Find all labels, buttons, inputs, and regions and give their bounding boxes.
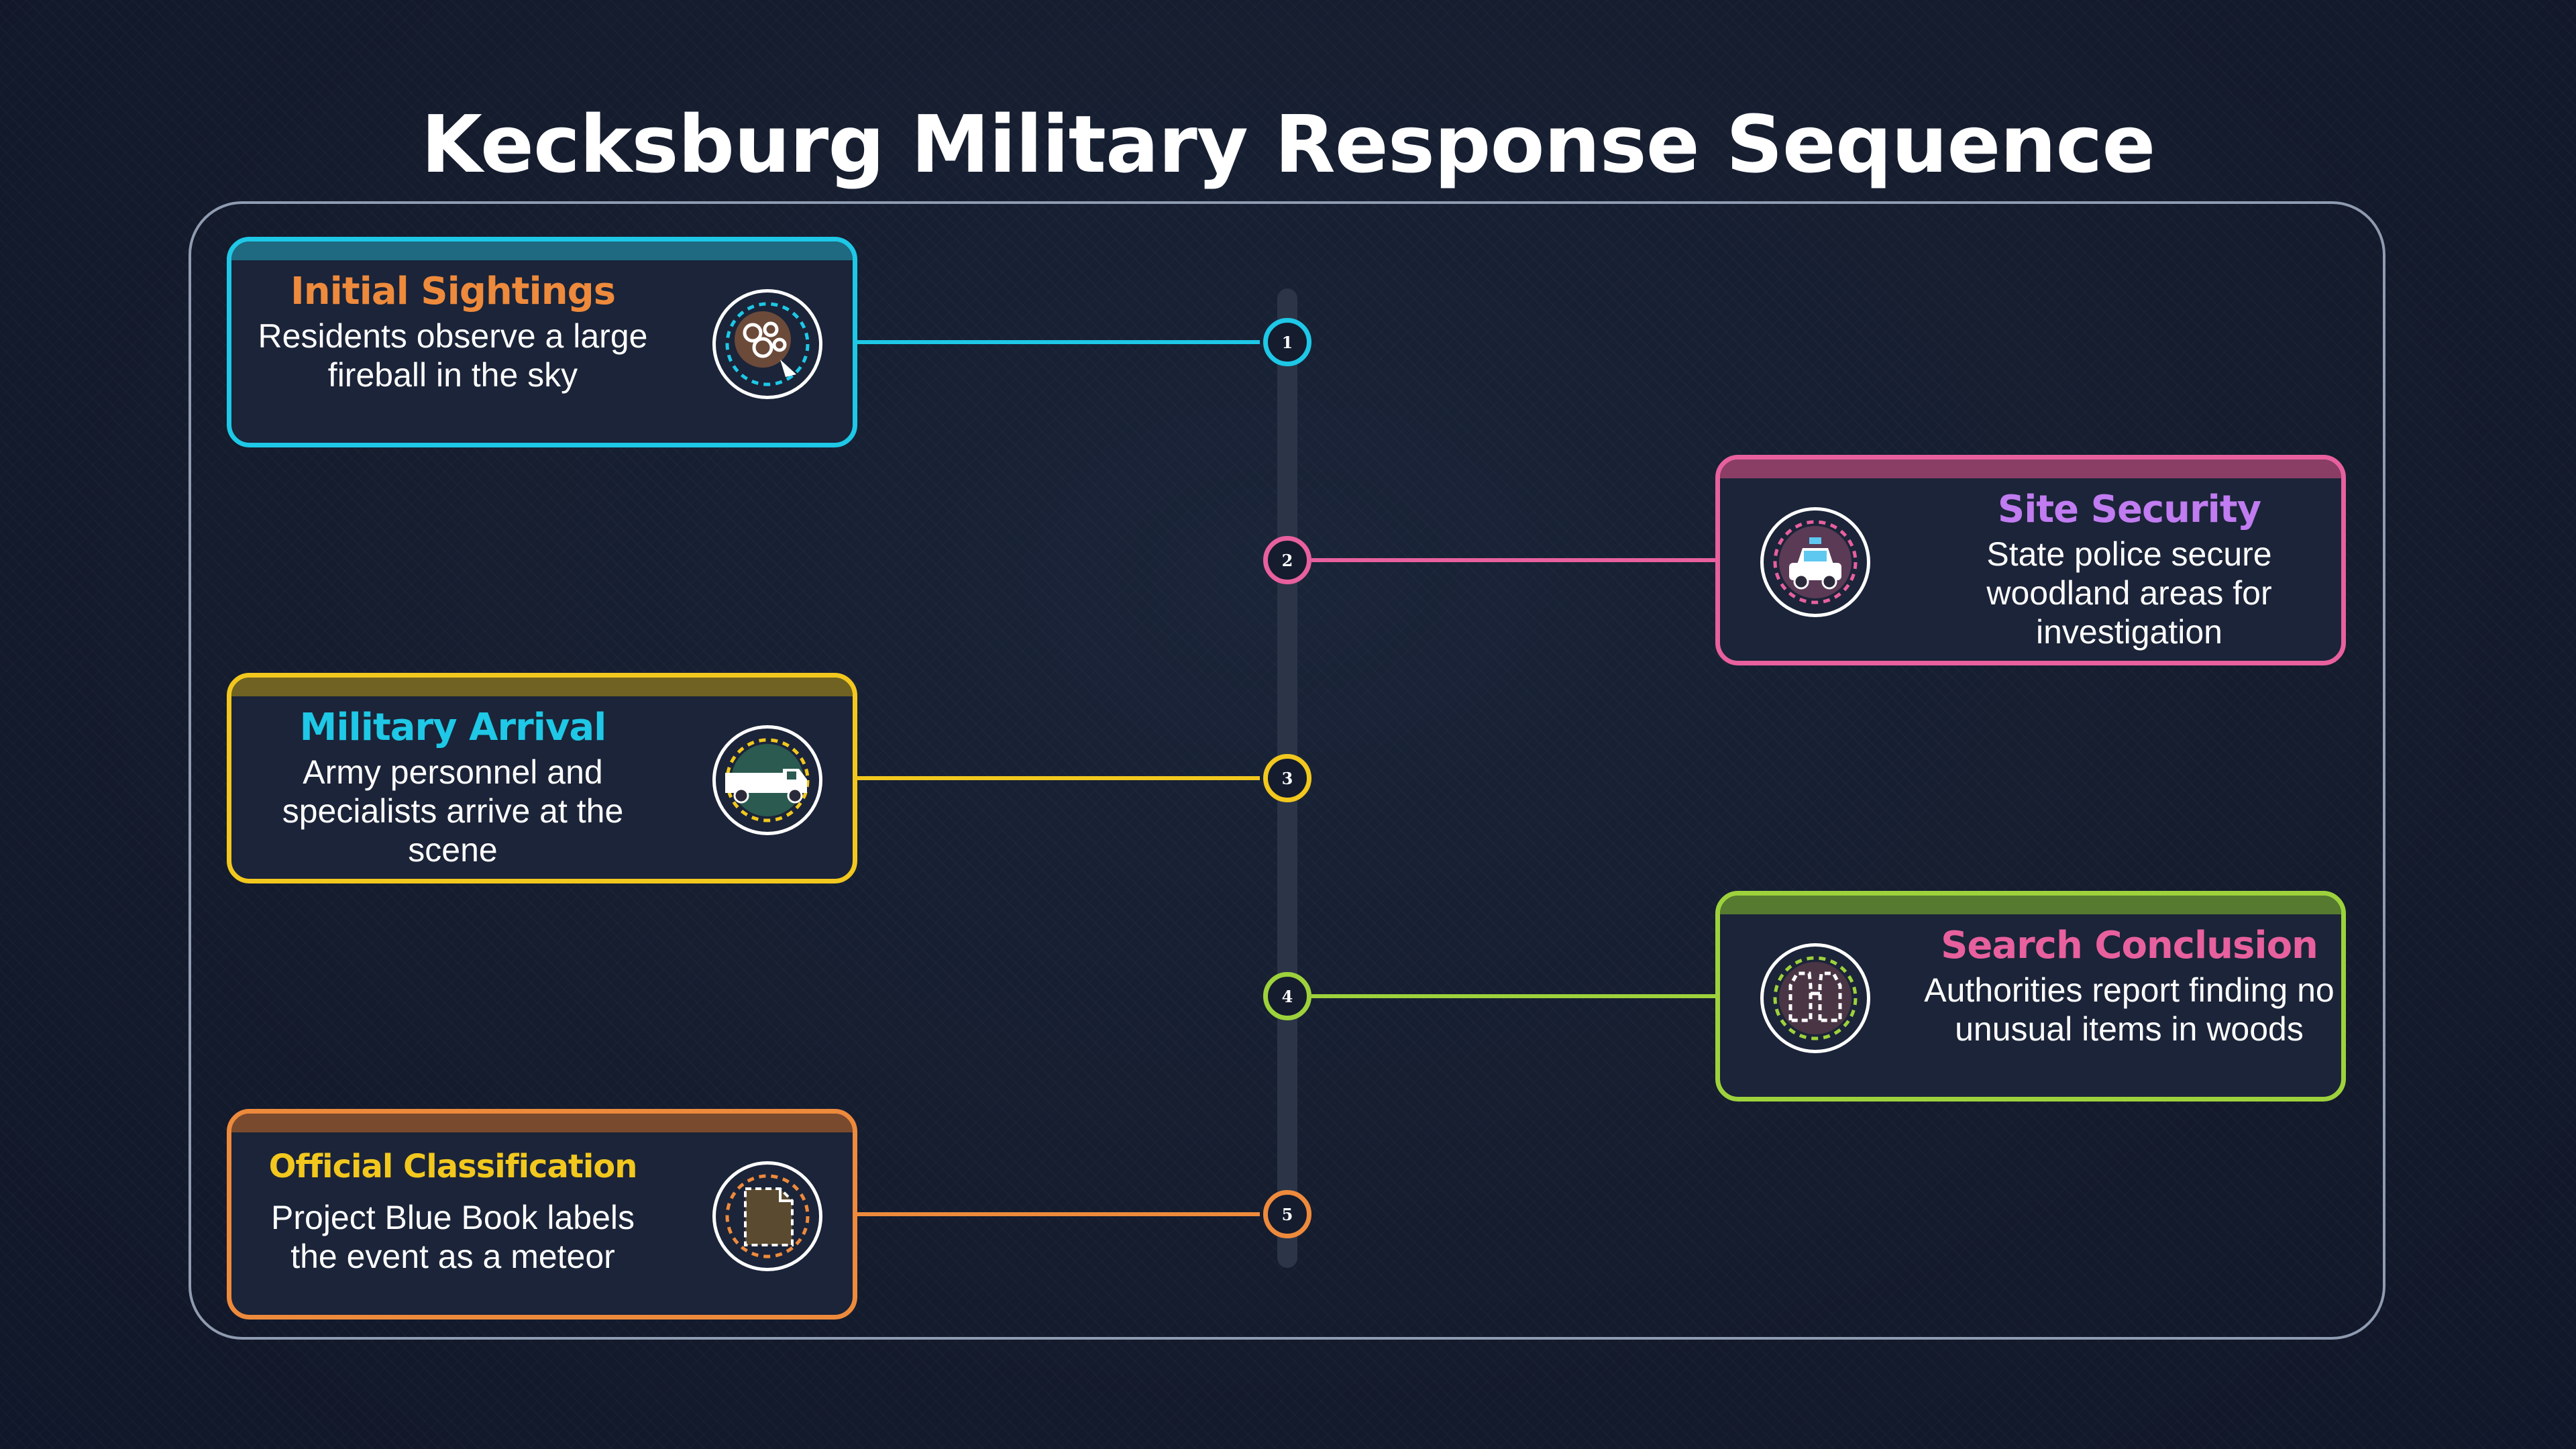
document-icon [712,1161,822,1271]
step-title: Search Conclusion [1941,924,2318,967]
step-title: Initial Sightings [290,270,616,313]
step-title: Official Classification [268,1148,638,1185]
step-description: State police secure woodland areas for i… [1986,535,2272,651]
timeline-frame [189,201,2385,1340]
step-node-3: 3 [1263,754,1311,802]
connector-5 [857,1212,1260,1216]
step-description: Residents observe a large fireball in th… [258,317,648,394]
connector-2 [1311,558,1717,562]
step-title: Site Security [1997,488,2261,531]
fireball-icon [712,289,822,399]
step-card-military-arrival: Military Arrival Army personnel and spec… [227,673,857,883]
step-description: Army personnel and specialists arrive at… [282,753,624,869]
step-card-site-security: Site Security State police secure woodla… [1715,455,2346,665]
step-card-initial-sightings: Initial Sightings Residents observe a la… [227,237,857,447]
military-truck-icon [712,725,822,835]
step-node-1: 1 [1263,318,1311,366]
connector-4 [1311,994,1717,998]
step-node-5: 5 [1263,1190,1311,1238]
page-title: Kecksburg Military Response Sequence [421,98,2156,191]
binoculars-icon [1760,943,1870,1053]
step-description: Project Blue Book labels the event as a … [271,1199,635,1275]
connector-3 [857,776,1260,780]
step-node-2: 2 [1263,536,1311,584]
connector-1 [857,340,1260,344]
step-node-4: 4 [1263,972,1311,1020]
step-title: Military Arrival [299,706,607,749]
step-description: Authorities report finding no unusual it… [1924,971,2334,1048]
step-card-official-classification: Official Classification Project Blue Boo… [227,1109,857,1320]
step-card-search-conclusion: Search Conclusion Authorities report fin… [1715,891,2346,1102]
police-car-icon [1760,507,1870,617]
